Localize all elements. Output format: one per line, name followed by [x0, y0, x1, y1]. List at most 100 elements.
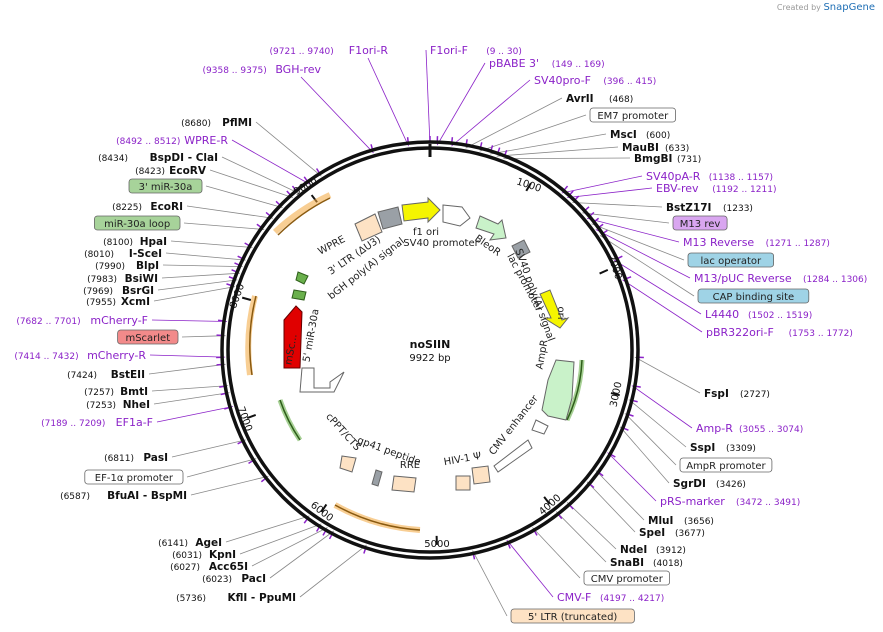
enzyme-name: BspDI - ClaI — [150, 152, 218, 164]
primer-label-m13-reverse: M13 Reverse(1271 .. 1287) — [683, 236, 830, 249]
leader-ndei — [566, 502, 617, 550]
enzyme-position: (7969) — [83, 287, 113, 297]
orange-arc-top-line — [277, 197, 331, 236]
leader-3-mir-30a — [205, 185, 283, 208]
enzyme-position: (7253) — [86, 401, 116, 411]
primer-range: (4197 .. 4217) — [600, 594, 664, 604]
leader-l4440 — [614, 259, 702, 315]
leader-m13-rev — [582, 212, 670, 224]
feature-tag-em7-promoter: EM7 promoter — [589, 107, 676, 123]
site-labels: pBABE 3'(149 .. 169)SV40pro-F(396 .. 415… — [14, 44, 867, 624]
gp41-block — [371, 469, 383, 487]
enzyme-name: HpaI — [140, 236, 167, 248]
center-labels: noSIIN 9922 bp — [409, 338, 450, 364]
feature-tag-box — [589, 107, 676, 123]
orange-arc-top — [272, 192, 332, 235]
primer-name: M13 Reverse — [683, 236, 754, 249]
mir30a-loop-block — [295, 271, 309, 285]
leader-ef1a-f — [156, 406, 234, 423]
leader-blpi — [162, 264, 243, 268]
leader-cap-binding-site — [599, 235, 695, 297]
enzyme-label-sspi: SspI(3309) — [690, 442, 756, 454]
feature-tag-text: M13 rev — [680, 219, 721, 230]
enzyme-name: PflMI — [222, 117, 252, 129]
primer-label-sv40pa-r: SV40pA-R(1138 .. 1157) — [646, 170, 773, 183]
tick-mark-7000 — [246, 413, 257, 419]
enzyme-name: PacI — [241, 573, 266, 585]
enzyme-position: (7955) — [86, 298, 116, 308]
enzyme-name: KpnI — [209, 549, 236, 561]
bleor-arrow — [475, 215, 507, 241]
enzyme-name: MscI — [610, 129, 637, 141]
primer-name: pRS-marker — [660, 495, 725, 508]
feature-tag-text: EM7 promoter — [597, 111, 669, 122]
enzyme-name: KflI - PpuMI — [227, 592, 296, 604]
feature-tag-text: miR-30a loop — [104, 219, 170, 230]
primer-label-m13-puc-reverse: M13/pUC Reverse(1284 .. 1306) — [694, 272, 867, 285]
leader-mlui — [595, 470, 645, 521]
orange-arc-bottom-line — [334, 504, 421, 531]
enzyme-label-msci: MscI(600) — [610, 129, 670, 141]
plasmid-name: noSIIN — [410, 338, 451, 351]
enzyme-name: BmtI — [120, 386, 148, 398]
feature-tag-ef-1-promoter: EF-1α promoter — [84, 469, 184, 485]
enzyme-label-pasi: PasI(6811) — [104, 452, 168, 464]
feature-tag-cmv-promoter: CMV promoter — [583, 570, 670, 586]
leader-paci — [269, 530, 334, 579]
enzyme-name: NdeI — [620, 544, 647, 556]
feature-tag-text: mScarlet — [125, 333, 170, 344]
feature-tag-box — [510, 608, 635, 624]
tick-mark-2000 — [599, 268, 609, 275]
mscarlet-arrow — [283, 305, 303, 369]
enzyme-position: (8434) — [98, 154, 128, 164]
primer-label-bgh-rev: BGH-rev(9358 .. 9375) — [203, 63, 322, 76]
rre-block — [391, 475, 417, 493]
leader-nhei — [153, 392, 230, 405]
primer-label-wpre-r: WPRE-R(8492 .. 8512) — [116, 134, 228, 147]
cppt-block — [339, 455, 357, 473]
leader-pasi — [171, 439, 246, 458]
enzyme-position: (7990) — [95, 262, 125, 272]
primer-name: SV40pro-F — [534, 74, 591, 87]
enzyme-position: (4018) — [653, 559, 683, 569]
leader-amp-r — [631, 385, 693, 429]
primer-range: (1192 .. 1211) — [712, 185, 776, 195]
leader-ecori — [186, 205, 274, 219]
feature-tag-box — [117, 329, 179, 345]
snapgene-credit: Created by SnapGene — [777, 2, 875, 13]
enzyme-name: SgrDI — [673, 478, 706, 490]
enzyme-label-hpai: HpaI(8100) — [103, 236, 167, 248]
enzyme-position: (6587) — [60, 492, 90, 502]
feature-label-sv40-promoter: SV40 promoter — [403, 238, 479, 249]
enzyme-name: BlpI — [136, 260, 159, 272]
feature-label-ampr: AmpR — [535, 339, 551, 370]
primer-label-prs-marker: pRS-marker(3472 .. 3491) — [660, 495, 800, 508]
leader-sv40pa-r — [561, 175, 643, 194]
primer-range: (9721 .. 9740) — [270, 47, 334, 57]
enzyme-position: (6027) — [170, 563, 200, 573]
enzyme-name: BsrGI — [122, 285, 154, 297]
snapgene-logo: SnapGene — [823, 2, 875, 13]
enzyme-label-ecorv: EcoRV(8423) — [135, 165, 207, 177]
leader-bmgbi — [503, 157, 631, 160]
orange-arc-bottom — [333, 502, 421, 533]
plasmid-length: 9922 bp — [409, 353, 450, 364]
leader-maubi — [496, 146, 619, 157]
primer-range: (3055 .. 3074) — [739, 425, 803, 435]
primer-name: EF1a-F — [116, 416, 153, 429]
tick-mark-6000 — [320, 503, 328, 513]
feature-tag-mir-30a-loop: miR-30a loop — [94, 215, 181, 231]
primer-label-f1ori-f: F1ori-F(9 .. 30) — [430, 44, 522, 57]
primer-range: (149 .. 169) — [552, 60, 605, 70]
primer-name: pBABE 3' — [489, 57, 539, 70]
enzyme-position: (7257) — [84, 388, 114, 398]
primer-name: mCherry-F — [90, 314, 148, 327]
enzyme-label-bspdi-clai: BspDI - ClaI (8434) — [98, 152, 218, 164]
enzyme-position: (468) — [609, 95, 633, 105]
enzyme-label-xcmi: XcmI(7955) — [86, 296, 150, 308]
leader-pbr322ori-f — [622, 279, 703, 333]
enzyme-name: PasI — [143, 452, 168, 464]
enzyme-position: (3656) — [684, 517, 714, 527]
enzyme-label-acc65i: Acc65I(6027) — [170, 561, 248, 573]
